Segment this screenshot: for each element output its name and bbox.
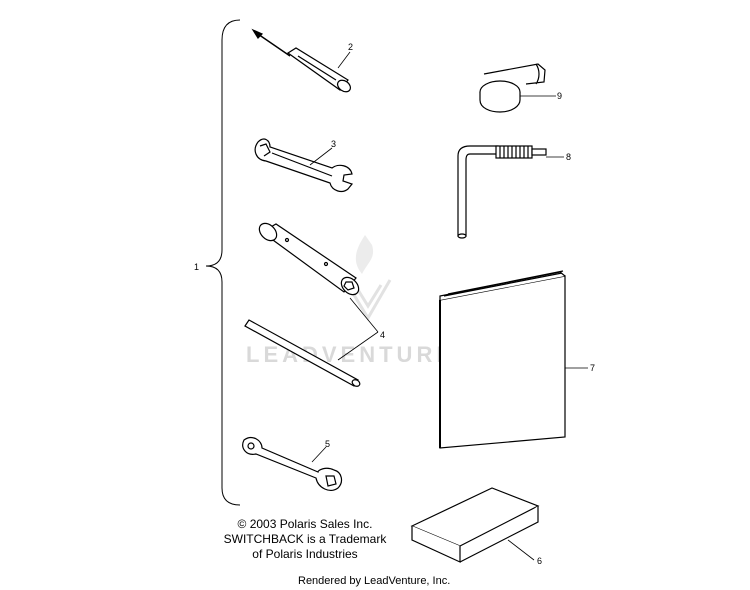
callout-4: 4 [380, 330, 385, 340]
small-wrench-icon [242, 436, 343, 491]
group-brace [205, 19, 241, 506]
callout-2: 2 [348, 42, 353, 52]
callout-9: 9 [557, 91, 562, 101]
screwdriver-icon [251, 28, 352, 93]
callout-1: 1 [194, 262, 199, 272]
hex-key-icon [457, 145, 547, 239]
callout-7: 7 [590, 363, 595, 373]
leader-2 [337, 51, 351, 69]
callout-8: 8 [566, 152, 571, 162]
leader-3 [309, 147, 333, 166]
combination-wrench-icon [254, 138, 354, 193]
credits-block: © 2003 Polaris Sales Inc. SWITCHBACK is … [210, 517, 400, 562]
tommy-bar-icon [244, 319, 361, 387]
trademark-line-2: of Polaris Industries [252, 547, 358, 561]
leader-5 [311, 446, 327, 463]
copyright-text: © 2003 Polaris Sales Inc. [237, 517, 373, 531]
manual-book-icon [439, 270, 566, 449]
rendered-by-text: Rendered by LeadVenture, Inc. [298, 575, 451, 587]
tube-socket-wrench-icon [258, 222, 360, 296]
leader-6 [507, 539, 535, 561]
strap-roll-icon [479, 63, 546, 113]
callout-6: 6 [537, 556, 542, 566]
tool-pouch-icon [410, 487, 540, 563]
callout-5: 5 [325, 439, 330, 449]
leader-4 [337, 297, 379, 361]
trademark-line-1: SWITCHBACK is a Trademark [223, 532, 387, 546]
callout-3: 3 [331, 139, 336, 149]
watermark-text: LEADVENTURE [246, 342, 455, 367]
